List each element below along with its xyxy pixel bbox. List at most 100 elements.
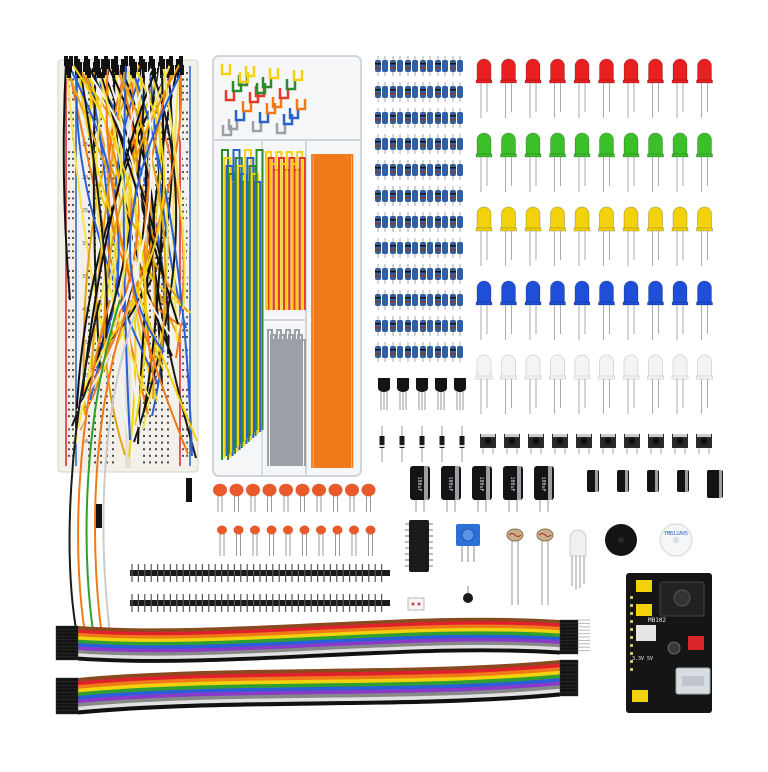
active-buzzer: TMB12A05: [659, 523, 693, 557]
led-flange: [475, 301, 493, 306]
breadboard-column-number: 30: [82, 241, 88, 247]
resistor-band: [420, 145, 426, 147]
resistor-band: [435, 245, 441, 247]
resistor-band: [375, 275, 381, 277]
hanging-wire: [102, 299, 141, 651]
jumper-wire: [70, 61, 148, 426]
resistor: [427, 60, 433, 72]
resistor-band: [420, 119, 426, 121]
led-flange: [500, 79, 517, 84]
led: [599, 58, 614, 83]
resistor: [435, 268, 441, 280]
resistor-band: [450, 323, 456, 325]
wire-tip: [170, 65, 174, 75]
ceramic-capacitor: [345, 483, 359, 497]
resistor: [450, 320, 456, 332]
resistor: [390, 268, 396, 280]
resistor: [412, 320, 418, 332]
resistor-band: [390, 245, 396, 247]
led: [525, 58, 541, 83]
resistor: [382, 216, 388, 228]
ribbon-wire: [77, 644, 561, 660]
resistor: [450, 268, 456, 280]
capacitor-stripe: [595, 470, 598, 492]
resistor-band: [435, 171, 441, 173]
led-flange: [622, 79, 640, 84]
led: [574, 280, 590, 305]
resistor: [412, 294, 418, 306]
resistor-band: [405, 141, 411, 143]
resistor: [375, 190, 381, 202]
resistor: [405, 112, 411, 124]
led-flange: [475, 79, 493, 84]
resistor: [405, 294, 411, 306]
led: [476, 206, 492, 231]
resistor-band: [405, 93, 411, 95]
resistor-band: [405, 145, 411, 147]
capacitor-stripe: [685, 470, 688, 492]
led: [550, 280, 565, 305]
resistor: [397, 164, 403, 176]
resistor-band: [435, 219, 441, 221]
switch-button: [508, 437, 516, 445]
led-flange: [549, 301, 566, 306]
ic-pin: [429, 535, 433, 537]
led: [697, 206, 712, 231]
resistor: [375, 86, 381, 98]
module-pin: [630, 612, 633, 615]
jumper-wire: [143, 70, 165, 413]
led-flange: [622, 301, 640, 306]
led: [476, 280, 492, 305]
resistor-band: [375, 219, 381, 221]
ribbon-wire: [77, 677, 561, 701]
resistor-band: [375, 297, 381, 299]
u-jumper: [251, 121, 263, 133]
led: [550, 206, 565, 231]
resistor-band: [420, 349, 426, 351]
ic-pin: [429, 529, 433, 531]
led: [525, 280, 541, 305]
capacitor-label: 100uF: [447, 476, 453, 491]
resistor-band: [435, 67, 441, 69]
hanging-wire: [94, 299, 131, 651]
led-flange: [549, 227, 566, 232]
resistor: [457, 268, 463, 280]
resistor-band: [435, 167, 441, 169]
ic-pin: [405, 523, 409, 525]
ribbon-wire: [77, 624, 561, 640]
power-module-label: MB102: [648, 617, 666, 624]
switch-button: [628, 437, 636, 445]
resistor-band: [420, 93, 426, 95]
u-jumper: [285, 79, 297, 91]
u-jumper: [275, 123, 287, 135]
led-flange: [524, 227, 542, 232]
resistor-band: [390, 271, 396, 273]
resistor-band: [375, 245, 381, 247]
resistor: [420, 164, 426, 176]
dupont-connector: [559, 663, 579, 668]
resistor: [450, 164, 456, 176]
jumper-wire-box: [212, 55, 362, 477]
resistor-band: [450, 119, 456, 121]
switch-plate: [577, 434, 591, 437]
resistor: [435, 216, 441, 228]
u-jumper: [265, 103, 277, 115]
breadboard-power-module: MB102 3.3V 5V: [626, 573, 712, 713]
wire-tip: [161, 59, 165, 69]
led: [476, 354, 492, 379]
resistor: [457, 242, 463, 254]
ceramic-capacitor: [312, 483, 326, 497]
diode-band: [419, 445, 425, 447]
jumper-wire: [133, 73, 193, 457]
resistor: [435, 112, 441, 124]
capacitor-stripe: [486, 466, 490, 500]
resistor-band: [405, 89, 411, 91]
tact-switch-row: [480, 434, 712, 454]
led-flange: [671, 79, 689, 84]
module-pin: [630, 604, 633, 607]
resistor: [420, 86, 426, 98]
resistor-band: [375, 171, 381, 173]
resistor: [382, 86, 388, 98]
switch-plate: [673, 434, 687, 437]
u-jumper: [278, 88, 290, 100]
